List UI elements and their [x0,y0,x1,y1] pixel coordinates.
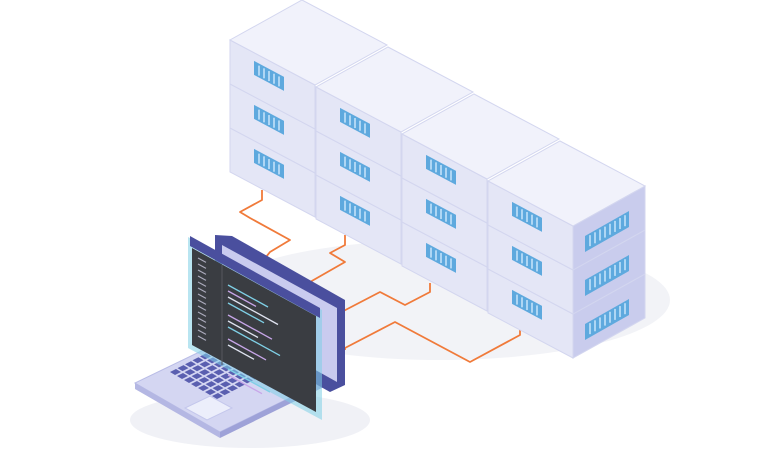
code-lines [197,257,281,395]
keyboard-key [198,377,210,384]
server-block [228,0,389,130]
keyboard-key [220,381,231,388]
code-line [227,326,281,357]
server-block [486,140,647,271]
keyboard-key [206,365,218,372]
code-line [227,314,273,340]
server-block [487,268,646,359]
keyboard-key [213,377,224,384]
keyboard-key [213,369,225,376]
vent-icon [585,211,629,252]
code-line [227,368,271,393]
keyboard-key [170,369,181,375]
server-block [400,93,561,224]
server-top-face [314,46,475,133]
code-line [197,281,207,287]
code-line [197,299,207,305]
keyboard-key [199,369,210,376]
laptop [133,235,345,438]
code-line [197,263,207,269]
code-line [197,257,207,263]
code-line [197,293,207,299]
laptop-base-edge [135,383,220,438]
server-top-face [228,0,389,86]
vent-icon [585,255,629,296]
keyboard-key [192,365,203,372]
server-rack [228,0,647,359]
code-line [227,338,267,361]
code-line [197,305,207,311]
keyboard-key [191,381,202,387]
server-block [315,130,402,221]
code-line [227,374,263,395]
keyboard-key [192,357,204,364]
keyboard-key [185,361,196,368]
keyboard-key [205,389,216,395]
keyboard-key [191,373,203,380]
code-screen-titlebar [190,236,320,318]
keyboard-key [205,381,217,388]
vent-icon [585,299,629,340]
keyboard-key [177,365,189,372]
server-top-face [486,140,647,227]
code-line [197,335,207,341]
keyboard-key [177,373,188,379]
code-line [197,311,207,317]
trackpad [183,395,234,421]
server-block [401,177,488,268]
code-line [197,269,207,275]
keyboard-key [219,389,231,396]
keyboard-key [206,373,217,380]
keyboard-key [199,361,211,368]
code-line [227,290,257,307]
code-line [227,284,269,308]
server-block [487,224,646,315]
code-line [227,296,279,326]
server-block [314,46,475,177]
keyboard-key [198,385,209,391]
server-block [315,174,402,265]
keyboard-key [227,385,238,392]
code-line [197,329,207,335]
code-line [227,320,259,339]
code-line [197,275,207,281]
keyboard-key [212,385,224,392]
keyboard-key [212,393,223,399]
network-cable-1 [239,190,291,263]
keyboard-key [184,369,196,376]
code-line [227,302,265,324]
code-line [197,317,207,323]
server-top-face [400,93,561,180]
keyboard-key [184,377,195,383]
code-line [197,323,207,329]
code-line [197,287,207,293]
code-line [227,344,255,360]
